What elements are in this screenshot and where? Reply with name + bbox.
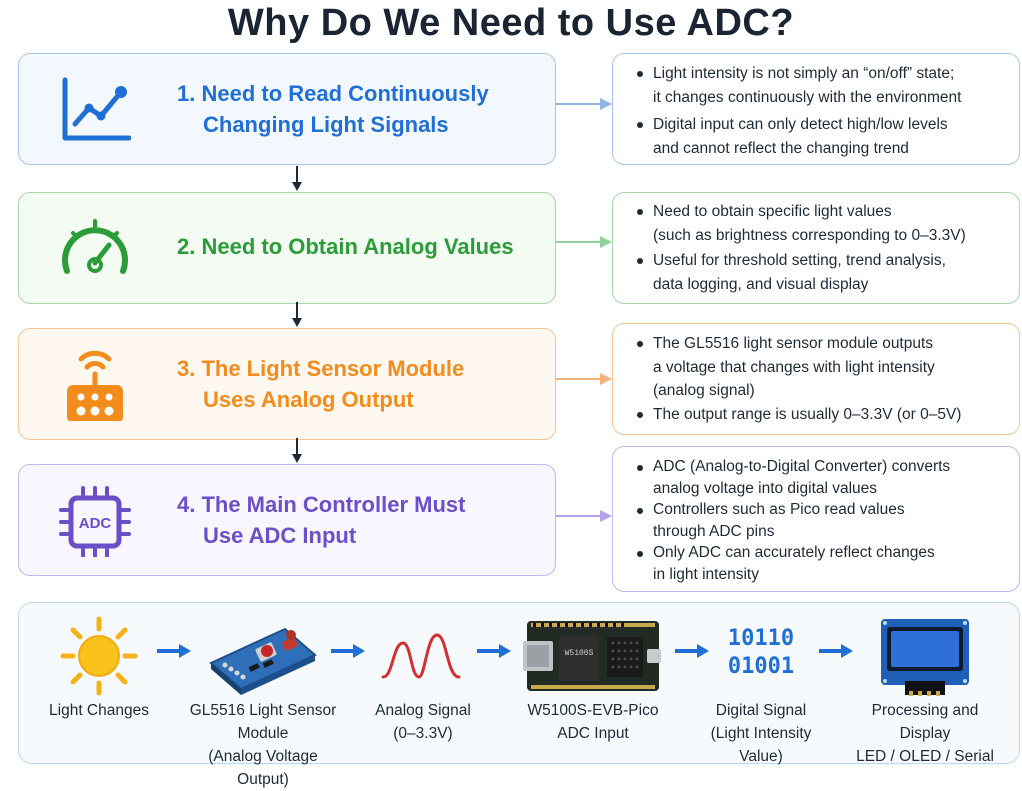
page-title: Why Do We Need to Use ADC?: [227, 2, 795, 44]
svg-text:W5100S: W5100S: [565, 649, 594, 658]
line-chart-icon: [62, 77, 131, 141]
down-arrow-2: [292, 302, 302, 327]
flow-step-digital: 10110 01001 Digital Signal(Light Intensi…: [711, 603, 812, 765]
analog-wave-icon: [381, 633, 461, 679]
flow-arrow-1: [157, 644, 191, 658]
connector-arrow-3: [556, 373, 612, 385]
down-arrow-3: [292, 438, 302, 463]
step-card-4: ADC 4. The Main Controller Must Use ADC …: [18, 464, 556, 576]
step-card-2: 2. Need to Obtain Analog Values: [18, 192, 556, 304]
note-item: ADC (Analog-to-Digital Converter) conver…: [633, 456, 1019, 499]
step-notes-4: ADC (Analog-to-Digital Converter) conver…: [612, 446, 1020, 592]
connector-arrow-2: [556, 236, 612, 248]
flow-caption: Analog Signal(0–3.3V): [375, 702, 471, 742]
gauge-icon: [62, 219, 128, 274]
flow-step-light: Light Changes: [49, 603, 149, 763]
down-arrow-1: [292, 166, 302, 191]
step-title-3: 3. The Light Sensor Module Uses Analog O…: [177, 356, 465, 412]
flow-step-analog: Analog Signal(0–3.3V): [375, 603, 471, 763]
flow-step-sensor: GL5516 Light Sensor Module(Analog Voltag…: [190, 603, 336, 788]
flow-arrow-2: [331, 644, 365, 658]
flow-arrow-5: [819, 644, 853, 658]
connector-arrow-4: [556, 510, 612, 522]
note-item: Digital input can only detect high/low l…: [633, 113, 1019, 160]
svg-text:ADC: ADC: [79, 515, 112, 532]
flow-caption: Light Changes: [49, 702, 149, 719]
sensor-module-icon: [67, 350, 123, 421]
oled-display-icon: [881, 619, 969, 696]
step-card-1: 1. Need to Read Continuously Changing Li…: [18, 53, 556, 165]
flow-caption: GL5516 Light Sensor Module(Analog Voltag…: [189, 702, 337, 788]
note-item: Useful for threshold setting, trend anal…: [633, 249, 1019, 296]
step-title-4: 4. The Main Controller Must Use ADC Inpu…: [177, 492, 466, 548]
flow-arrow-4: [675, 644, 709, 658]
step-card-3: 3. The Light Sensor Module Uses Analog O…: [18, 328, 556, 440]
adc-chip-icon: ADC: [59, 486, 131, 557]
sun-icon: [60, 616, 138, 696]
note-item: The output range is usually 0–3.3V (or 0…: [633, 403, 1019, 427]
step-title-1: 1. Need to Read Continuously Changing Li…: [177, 81, 489, 137]
step-title-2: 2. Need to Obtain Analog Values: [177, 234, 514, 259]
note-item: Need to obtain specific light values(suc…: [633, 200, 1019, 247]
binary-data-icon: 10110 01001: [727, 626, 795, 679]
connector-arrow-1: [556, 98, 612, 110]
w5100s-board-icon: W5100S: [523, 621, 661, 691]
step-notes-1: Light intensity is not simply an “on/off…: [612, 53, 1020, 165]
signal-flow-panel: Light Changes GL5516 Light Sensor Module…: [18, 602, 1020, 788]
flow-arrow-3: [477, 644, 511, 658]
flow-caption: Digital Signal(Light Intensity Value): [710, 702, 812, 765]
light-sensor-module-icon: [209, 627, 317, 695]
note-item: Light intensity is not simply an “on/off…: [633, 62, 1019, 109]
step-notes-2: Need to obtain specific light values(suc…: [612, 192, 1020, 304]
